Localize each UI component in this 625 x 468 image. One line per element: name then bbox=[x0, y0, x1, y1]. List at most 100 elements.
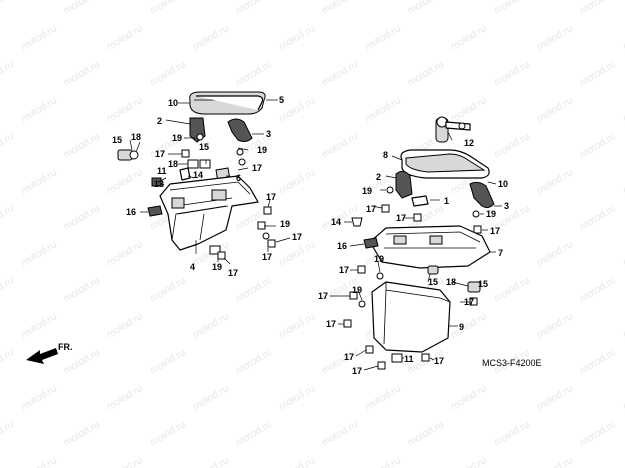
watermark-text: motod.ru bbox=[148, 347, 188, 376]
watermark-text: motod.ru bbox=[148, 0, 188, 17]
watermark-text: motod.ru bbox=[578, 275, 618, 304]
watermark-text: motod.ru bbox=[191, 23, 231, 52]
watermark-text: motod.ru bbox=[277, 167, 317, 196]
callout-12: 12 bbox=[464, 138, 474, 148]
callout-14: 14 bbox=[331, 217, 341, 227]
watermark-text: motod.ru bbox=[0, 59, 16, 88]
callout-18: 18 bbox=[131, 132, 141, 142]
callout-15: 15 bbox=[112, 135, 122, 145]
watermark-text: motod.ru bbox=[0, 419, 16, 448]
watermark-text: motod.ru bbox=[19, 455, 59, 468]
callout-7: 7 bbox=[498, 248, 503, 258]
watermark-text: motod.ru bbox=[621, 167, 625, 196]
callout-15: 15 bbox=[428, 277, 438, 287]
watermark-text: motod.ru bbox=[19, 167, 59, 196]
callout-17: 17 bbox=[344, 352, 354, 362]
callout-11: 11 bbox=[157, 166, 167, 176]
watermark-text: motod.ru bbox=[234, 59, 274, 88]
watermark-text: motod.ru bbox=[535, 23, 575, 52]
watermark-text: motod.ru bbox=[105, 455, 145, 468]
watermark-text: motod.ru bbox=[320, 59, 360, 88]
watermark-text: motod.ru bbox=[320, 419, 360, 448]
callout-17: 17 bbox=[318, 291, 328, 301]
watermark-text: motod.ru bbox=[578, 419, 618, 448]
callout-15: 15 bbox=[199, 142, 209, 152]
callout-17: 17 bbox=[490, 226, 500, 236]
watermark-text: motod.ru bbox=[19, 239, 59, 268]
watermark-text: motod.ru bbox=[191, 311, 231, 340]
watermark-text: motod.ru bbox=[535, 95, 575, 124]
watermark-text: motod.ru bbox=[406, 0, 446, 17]
watermark-text: motod.ru bbox=[148, 275, 188, 304]
callout-18: 18 bbox=[446, 277, 456, 287]
watermark-text: motod.ru bbox=[578, 0, 618, 17]
watermark-text: motod.ru bbox=[406, 59, 446, 88]
watermark-text: motod.ru bbox=[234, 275, 274, 304]
watermark-text: motod.ru bbox=[0, 347, 16, 376]
callout-5: 5 bbox=[279, 95, 284, 105]
watermark-text: motod.ru bbox=[105, 23, 145, 52]
watermark-text: motod.ru bbox=[19, 311, 59, 340]
watermark-text: motod.ru bbox=[105, 95, 145, 124]
watermark-text: motod.ru bbox=[621, 383, 625, 412]
part-3-left-stay bbox=[227, 118, 253, 143]
watermark-text: motod.ru bbox=[148, 59, 188, 88]
arrow-icon bbox=[26, 348, 58, 364]
part-10-right-pad bbox=[405, 153, 486, 173]
watermark-text: motod.ru bbox=[320, 131, 360, 160]
watermark-text: motod.ru bbox=[449, 95, 489, 124]
watermark-text: motod.ru bbox=[0, 275, 16, 304]
watermark-text: motod.ru bbox=[406, 419, 446, 448]
right-assembly bbox=[330, 116, 502, 371]
watermark-text: motod.ru bbox=[578, 59, 618, 88]
callout-17: 17 bbox=[352, 366, 362, 376]
callout-18: 18 bbox=[168, 159, 178, 169]
watermark-text: motod.ru bbox=[19, 383, 59, 412]
watermark-text: motod.ru bbox=[535, 167, 575, 196]
watermark-text: motod.ru bbox=[62, 419, 102, 448]
watermark-text: motod.ru bbox=[277, 239, 317, 268]
watermark-text: motod.ru bbox=[449, 23, 489, 52]
watermark-text: motod.ru bbox=[191, 383, 231, 412]
watermark-text: motod.ru bbox=[578, 131, 618, 160]
watermark-text: motod.ru bbox=[621, 455, 625, 468]
watermark-text: motod.ru bbox=[277, 23, 317, 52]
watermark-text: motod.ru bbox=[492, 419, 532, 448]
watermark-text: motod.ru bbox=[234, 419, 274, 448]
callout-17: 17 bbox=[366, 204, 376, 214]
watermark-text: motod.ru bbox=[492, 275, 532, 304]
callout-17: 17 bbox=[292, 232, 302, 242]
callout-17: 17 bbox=[252, 163, 262, 173]
callout-15: 15 bbox=[478, 279, 488, 289]
watermark-text: motod.ru bbox=[492, 59, 532, 88]
callout-19: 19 bbox=[486, 209, 496, 219]
part-11-left-clip bbox=[151, 177, 162, 187]
callout-8: 8 bbox=[383, 150, 388, 160]
callout-13: 13 bbox=[154, 179, 164, 189]
callout-6: 6 bbox=[236, 173, 241, 183]
watermark-text: motod.ru bbox=[62, 131, 102, 160]
callout-17: 17 bbox=[434, 356, 444, 366]
callout-19: 19 bbox=[280, 219, 290, 229]
watermark-text: motod.ru bbox=[449, 383, 489, 412]
callout-19: 19 bbox=[212, 262, 222, 272]
watermark-text: motod.ru bbox=[277, 455, 317, 468]
watermark-text: motod.ru bbox=[277, 383, 317, 412]
watermark-text: motod.ru bbox=[535, 311, 575, 340]
callout-19: 19 bbox=[172, 133, 182, 143]
callout-17: 17 bbox=[326, 319, 336, 329]
callout-17: 17 bbox=[464, 297, 474, 307]
watermark-text: motod.ru bbox=[492, 0, 532, 17]
watermark-text: motod.ru bbox=[148, 419, 188, 448]
watermark-text: motod.ru bbox=[19, 95, 59, 124]
callout-17: 17 bbox=[228, 268, 238, 278]
callout-17: 17 bbox=[396, 213, 406, 223]
watermark-text: motod.ru bbox=[535, 383, 575, 412]
callout-17: 17 bbox=[266, 192, 276, 202]
watermark-text: motod.ru bbox=[105, 311, 145, 340]
callout-19: 19 bbox=[362, 186, 372, 196]
watermark-text: motod.ru bbox=[0, 131, 16, 160]
left-assembly bbox=[117, 91, 291, 265]
